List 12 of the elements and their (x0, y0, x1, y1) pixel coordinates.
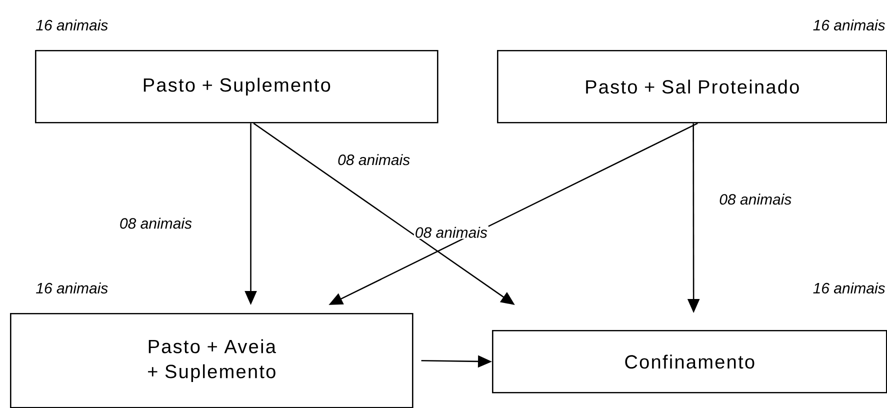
process-box: Pasto + Sal Proteinado (497, 50, 887, 124)
count-label: 16 animais (813, 282, 885, 294)
edge-label: 08 animais (414, 226, 488, 239)
process-box: Pasto + Suplemento (35, 50, 438, 124)
count-label: 16 animais (36, 20, 108, 30)
count-label: 16 animais (813, 20, 885, 30)
edge-label: 08 animais (118, 216, 194, 230)
edge-label: 08 animais (718, 192, 793, 206)
process-box: Confinamento (492, 330, 887, 394)
edge-label: 08 animais (336, 153, 412, 166)
process-box: Pasto + Aveia + Suplemento (10, 313, 414, 408)
count-label: 16 animais (36, 282, 108, 294)
